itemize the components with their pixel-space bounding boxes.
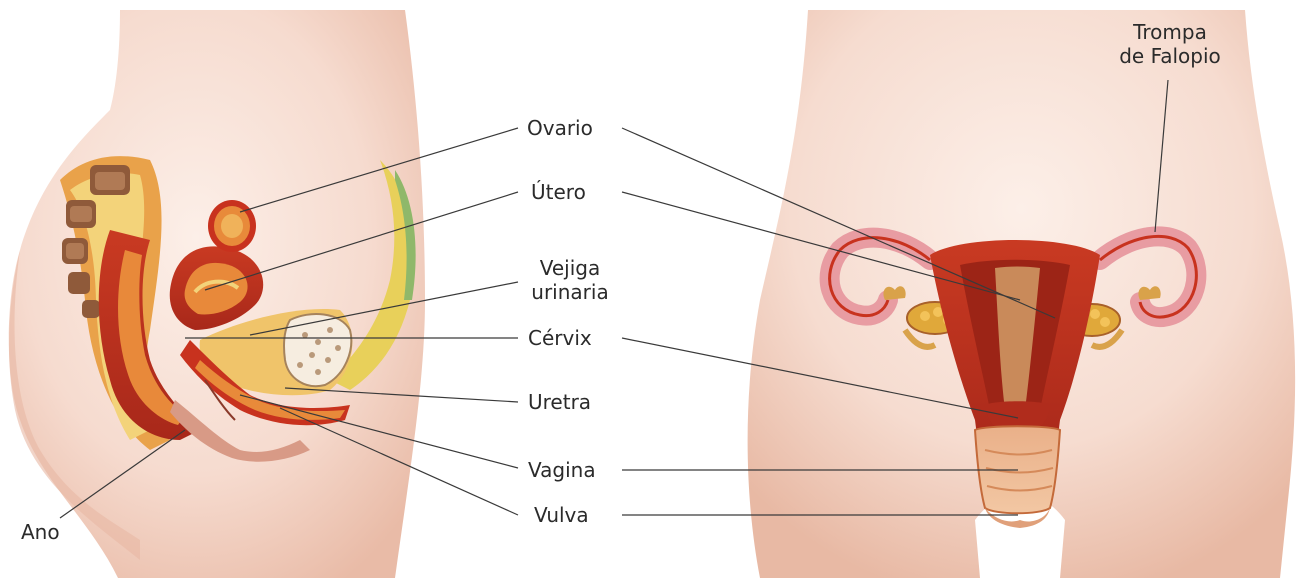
label-vagina: Vagina: [528, 458, 596, 482]
label-vejiga-line1: Vejiga: [525, 256, 615, 280]
label-vulva: Vulva: [534, 503, 589, 527]
label-uretra: Uretra: [528, 390, 591, 414]
label-trompa-de-falopio: Trompa de Falopio: [1115, 20, 1225, 68]
label-utero: Útero: [531, 180, 586, 204]
label-vejiga-line2: urinaria: [525, 280, 615, 304]
label-ano: Ano: [21, 520, 60, 544]
label-trompa-line2: de Falopio: [1115, 44, 1225, 68]
label-cervix: Cérvix: [528, 326, 592, 350]
label-trompa-line1: Trompa: [1115, 20, 1225, 44]
label-ovario: Ovario: [527, 116, 593, 140]
label-vejiga-urinaria: Vejiga urinaria: [525, 256, 615, 304]
